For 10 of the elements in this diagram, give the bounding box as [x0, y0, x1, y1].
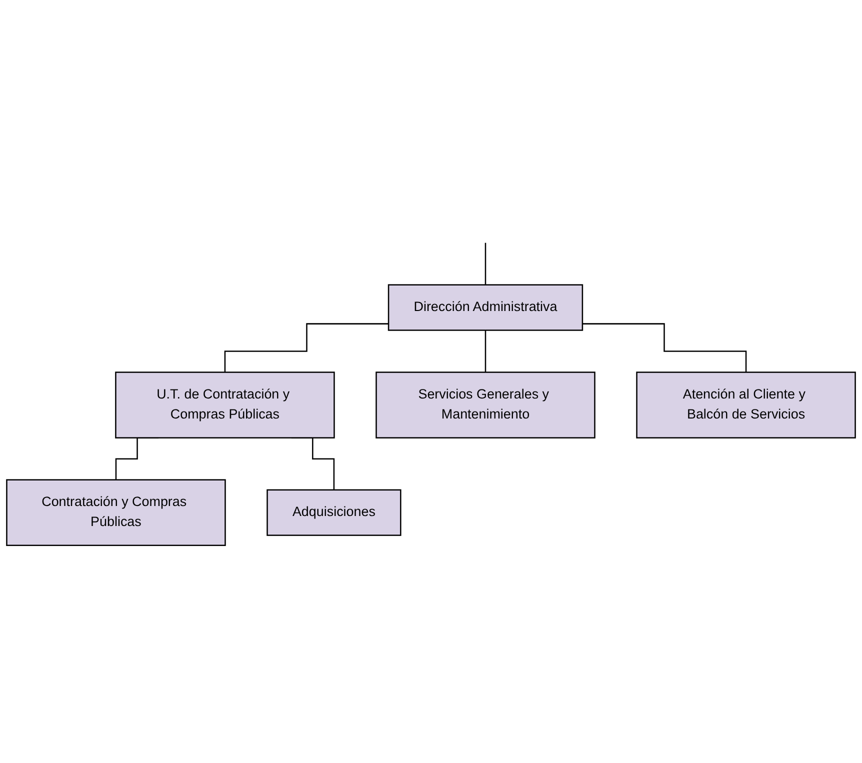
- node-box: Dirección Administrativa: [388, 284, 584, 331]
- node-box: Servicios Generales y Mantenimiento: [376, 372, 596, 438]
- connector: [484, 330, 486, 373]
- connector: [484, 242, 486, 286]
- connector: [224, 323, 389, 373]
- node-box: Atención al Cliente y Balcón de Servicios: [636, 372, 856, 438]
- connector: [582, 323, 747, 373]
- node-box: Adquisiciones: [266, 489, 402, 536]
- node-box: U.T. de Contratación y Compras Públicas: [115, 372, 335, 438]
- node-box: Contratación y Compras Públicas: [6, 479, 226, 546]
